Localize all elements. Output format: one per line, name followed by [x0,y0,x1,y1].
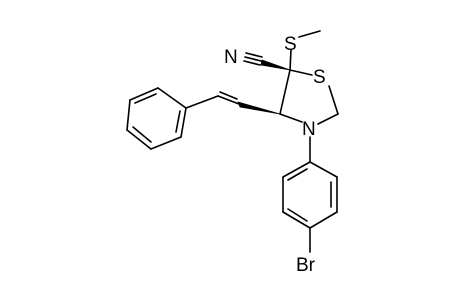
bond-vinyl-double-1 [217,95,240,105]
bond-c5-methylthio-s [289,49,292,71]
bond-cn-triple-1 [244,56,262,62]
atom-ring-n: N [302,119,316,140]
atom-nitrile-n: N [224,47,238,68]
wedge-bond-c5-cn [260,59,291,71]
atom-ring-s: S [313,67,326,88]
bond-s-methyl [298,30,321,38]
bromophenyl-ring [282,161,338,229]
bond-c5-ring-s [289,69,313,76]
wedge-bond-c4-vinyl [237,101,281,115]
bond-ring-n-c4 [279,113,303,123]
atom-bromine: Br [296,255,316,276]
bond-vinyl-double-2 [219,91,238,100]
bond-c4-c5 [279,69,291,115]
bond-ring-s-ch2 [328,85,339,115]
atom-methylthio-s: S [284,34,297,55]
phenyl-ring [126,87,187,150]
bond-vinyl-phenyl [185,95,219,109]
bond-cn-triple-2 [245,52,263,58]
bond-cn-triple-3 [243,60,261,66]
bond-ch2-ring-n [317,113,339,125]
